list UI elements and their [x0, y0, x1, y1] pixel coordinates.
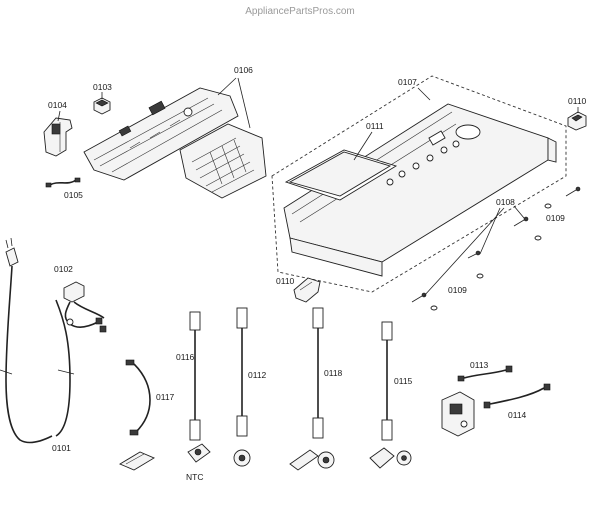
- part-0114-wire[interactable]: [483, 383, 551, 409]
- part-0102-filter[interactable]: [63, 281, 107, 333]
- part-0110-clip-top[interactable]: [567, 111, 587, 131]
- label-0114: 0114: [508, 410, 527, 420]
- label-0117: 0117: [156, 392, 175, 402]
- part-0101-power-cord[interactable]: [0, 237, 75, 444]
- part-0115-sensors[interactable]: [369, 447, 412, 469]
- label-0103: 0103: [93, 82, 112, 92]
- part-0110-clip-bottom[interactable]: [293, 277, 321, 303]
- part-0118-harness[interactable]: [312, 307, 324, 439]
- part-0108-screws[interactable]: [411, 186, 581, 303]
- part-0118-sensors[interactable]: [289, 449, 335, 471]
- label-0106: 0106: [234, 65, 253, 75]
- label-0109-right: 0109: [546, 213, 565, 223]
- label-0116: 0116: [176, 352, 195, 362]
- part-0112-sensor[interactable]: [233, 449, 251, 467]
- label-0112: 0112: [248, 370, 267, 380]
- label-0107: 0107: [398, 77, 417, 87]
- label-0115: 0115: [394, 376, 413, 386]
- label-0108: 0108: [496, 197, 515, 207]
- part-0117-harness[interactable]: [125, 359, 151, 436]
- part-0103-block[interactable]: [93, 97, 111, 115]
- label-0118: 0118: [324, 368, 343, 378]
- label-0102: 0102: [54, 264, 73, 274]
- part-0111-overlay[interactable]: [284, 149, 398, 201]
- label-0109-left: 0109: [448, 285, 467, 295]
- part-0106-control-module[interactable]: [83, 87, 267, 199]
- part-0115-harness[interactable]: [381, 321, 393, 441]
- part-sensor-0117[interactable]: [119, 451, 155, 471]
- part-0113-wire[interactable]: [457, 365, 513, 382]
- label-0110-bottom: 0110: [276, 276, 295, 286]
- part-0116-harness[interactable]: [189, 311, 201, 441]
- part-0105-wire[interactable]: [45, 177, 81, 188]
- part-0112-harness[interactable]: [236, 307, 248, 437]
- label-0111: 0111: [366, 121, 384, 131]
- watermark: AppliancePartsPros.com: [245, 6, 355, 17]
- part-0104-bracket[interactable]: [43, 117, 73, 157]
- label-0113: 0113: [470, 360, 489, 370]
- part-0107-front-panel[interactable]: [271, 75, 567, 293]
- ntc-sensor[interactable]: [187, 443, 211, 463]
- label-0101: 0101: [52, 443, 71, 453]
- part-door-lock-switch[interactable]: [441, 391, 475, 437]
- label-0110-top: 0110: [568, 96, 587, 106]
- label-0105: 0105: [64, 190, 83, 200]
- part-0109-washers[interactable]: [430, 203, 552, 311]
- label-0104: 0104: [48, 100, 67, 110]
- label-ntc: NTC: [186, 472, 203, 482]
